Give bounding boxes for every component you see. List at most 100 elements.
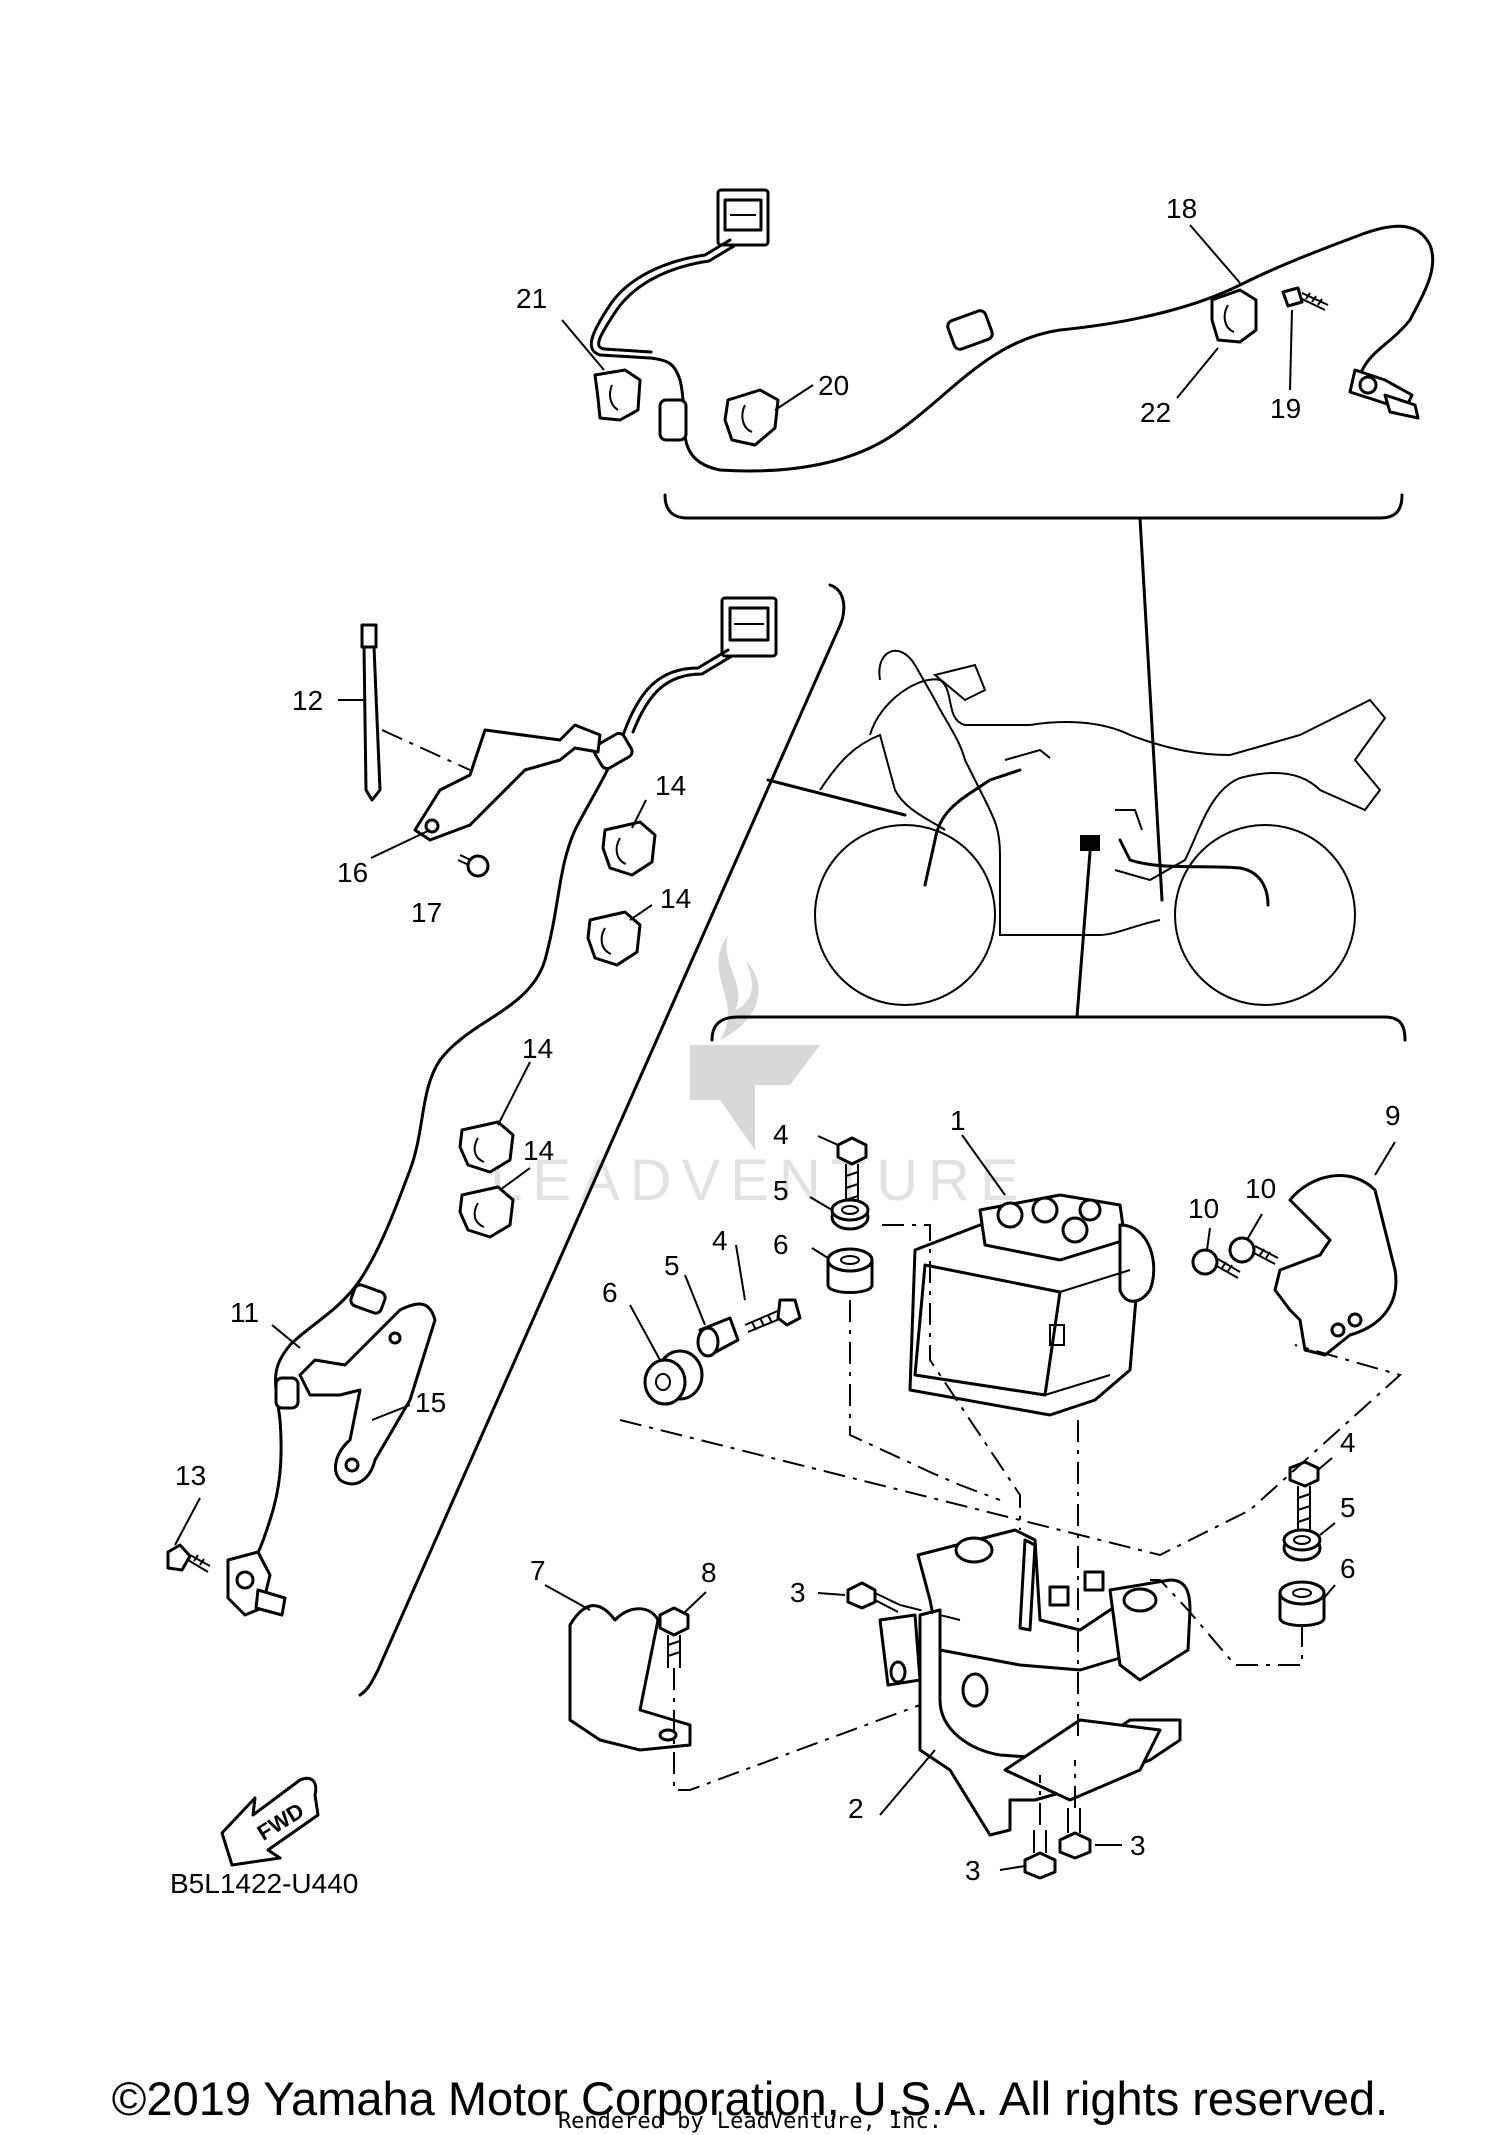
front-wheel <box>814 824 996 1006</box>
clamp-22 <box>1210 288 1258 344</box>
leader-16 <box>370 829 431 859</box>
grommet-upper <box>658 398 688 442</box>
leader-3-a <box>817 1592 846 1596</box>
callout-6-c: 6 <box>1340 1553 1356 1584</box>
leader-1 <box>961 1134 1006 1196</box>
abs-group-bracket <box>710 1015 1407 1042</box>
leader-7 <box>544 1584 591 1611</box>
leader-4-c <box>1317 1457 1333 1471</box>
clamp-14-a <box>601 820 657 877</box>
leader-6-b <box>629 1304 661 1361</box>
bolt-10-a <box>1191 1248 1241 1279</box>
leader-18 <box>1189 224 1241 284</box>
leader-9 <box>1374 1141 1396 1176</box>
hydraulic-unit-1 <box>908 1193 1156 1417</box>
leader-5-b <box>684 1274 706 1326</box>
leader-14-c <box>497 1061 531 1126</box>
callout-14-c: 14 <box>522 1033 553 1064</box>
front-lead-on-bike <box>923 768 1022 887</box>
dash-bolt-3 <box>899 1604 961 1621</box>
leader-6-a <box>811 1247 829 1259</box>
callout-2: 2 <box>848 1793 864 1824</box>
bracket-slot-a <box>1048 1585 1070 1607</box>
clamp-14-b <box>586 910 642 967</box>
bolt-4-left <box>744 1298 802 1333</box>
abs-unit-marker <box>1080 835 1100 851</box>
leader-3-b <box>999 1865 1026 1871</box>
callout-18: 18 <box>1166 193 1197 224</box>
callout-4-c: 4 <box>1340 1427 1356 1458</box>
grommet-6-right <box>1278 1580 1326 1627</box>
washer-5-left <box>696 1316 740 1358</box>
callout-15: 15 <box>415 1387 446 1418</box>
callout-17: 17 <box>411 897 442 928</box>
bracket-15 <box>298 1302 437 1486</box>
leader-15 <box>371 1404 411 1421</box>
callout-3-c: 3 <box>1130 1830 1146 1861</box>
leader-6-c <box>1323 1584 1336 1599</box>
rear-wheel-sensor <box>1348 368 1420 420</box>
callout-22: 22 <box>1140 397 1171 428</box>
callout-10-b: 10 <box>1245 1173 1276 1204</box>
bolt-4-upper <box>836 1136 868 1210</box>
callout-1: 1 <box>950 1105 966 1136</box>
bolt-17 <box>457 854 490 878</box>
callout-21: 21 <box>516 283 547 314</box>
washer-5-upper <box>830 1198 870 1231</box>
leader-19 <box>1289 309 1293 391</box>
leader-5-c <box>1319 1522 1336 1536</box>
callout-16: 16 <box>337 857 368 888</box>
rear-lead-on-bike <box>1118 838 1270 907</box>
abs-unit-group <box>544 1134 1403 1880</box>
bolt-4-right <box>1288 1460 1320 1530</box>
callout-12: 12 <box>292 685 323 716</box>
callout-20: 20 <box>818 370 849 401</box>
clamp-14-d <box>458 1185 515 1239</box>
grommet-mid <box>946 309 994 351</box>
dash-left-grommet <box>619 1344 1403 1557</box>
callout-9: 9 <box>1385 1100 1401 1131</box>
dash-grommet-to-bracket <box>849 1300 1001 1501</box>
callout-14-d: 14 <box>523 1135 554 1166</box>
callout-14-a: 14 <box>655 770 686 801</box>
rear-group-bracket <box>663 493 1404 520</box>
bracket-16 <box>413 723 602 842</box>
leader-4-b <box>735 1244 746 1301</box>
front-grommet-upper <box>592 731 634 771</box>
front-grommet-mid <box>349 1283 387 1315</box>
bracket-7 <box>568 1604 692 1752</box>
motorcycle-silhouette <box>766 649 1387 1019</box>
bolt-10-b <box>1228 1236 1279 1265</box>
bolt-13 <box>166 1543 211 1573</box>
clamp-14-c <box>458 1120 515 1174</box>
callout-5-c: 5 <box>1340 1492 1356 1523</box>
clamp-21 <box>593 368 642 422</box>
callout-4-a: 4 <box>773 1119 789 1150</box>
watermark-text: LEADVENTURE <box>490 1148 1029 1213</box>
cable-tie-12 <box>360 623 382 802</box>
callout-4-b: 4 <box>712 1225 728 1256</box>
callouts: 18 21 20 22 19 12 14 16 17 14 14 14 11 1… <box>175 193 1401 1886</box>
callout-14-b: 14 <box>660 883 691 914</box>
diagram-code: B5L1422-U440 <box>170 1868 358 1899</box>
leader-11 <box>271 1324 301 1349</box>
clamp-20 <box>723 388 780 447</box>
rear-group-pointer <box>1138 516 1164 902</box>
callout-5-b: 5 <box>664 1250 680 1281</box>
tie-dash-line <box>381 729 471 771</box>
leader-21 <box>561 319 605 371</box>
grommet-6-left <box>643 1349 704 1406</box>
grommet-6-upper <box>826 1247 874 1294</box>
bolt-3-lower-left <box>1023 1830 1057 1880</box>
bracket-slot-b <box>1083 1570 1105 1592</box>
leader-4-a <box>817 1135 839 1146</box>
leader-20 <box>774 384 814 411</box>
dash-bracket-7 <box>673 1668 921 1791</box>
callout-13: 13 <box>175 1460 206 1491</box>
rendered-by: Rendered by LeadVenture, Inc. <box>558 2109 942 2134</box>
leader-10-b <box>1247 1213 1263 1239</box>
leader-5-a <box>809 1196 833 1211</box>
leader-2 <box>879 1749 936 1816</box>
bracket-9 <box>1273 1174 1398 1357</box>
